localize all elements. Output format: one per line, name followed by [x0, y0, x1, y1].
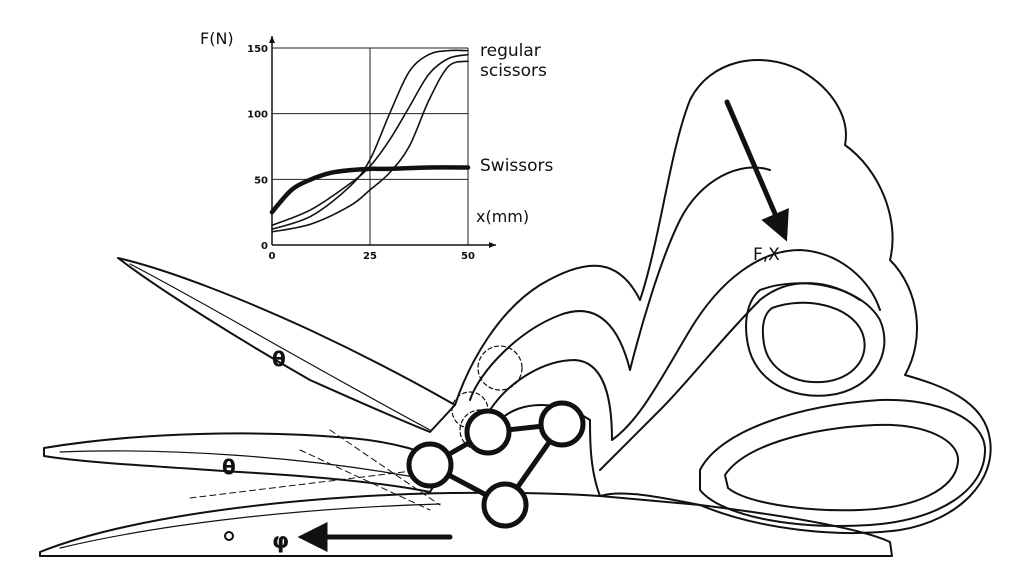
- finger-loop-upper-outer: [745, 282, 886, 397]
- chart-ticks: 0 50 100 150 0 25 50: [247, 44, 475, 262]
- pivot-circle: [224, 531, 234, 541]
- upper-blade-marker: θ: [272, 347, 286, 371]
- handle-inner-contour-3: [599, 282, 861, 471]
- y-axis-label: F(N): [200, 29, 234, 48]
- angle-symbol: φ: [272, 529, 289, 554]
- y-axis-arrow: [269, 36, 275, 43]
- finger-loop-lower-inner: [724, 423, 960, 512]
- finger-loop-upper-inner: [761, 301, 866, 384]
- x-tick-label: 50: [461, 251, 475, 262]
- regular-scissors-curve: [271, 49, 469, 231]
- joint-circle: [538, 400, 586, 448]
- handle-inner-contour-1: [469, 166, 771, 401]
- joint-circle: [464, 408, 512, 456]
- force-label: F,X: [753, 245, 780, 265]
- chart-series: [269, 49, 471, 233]
- scissors-illustration: [39, 59, 992, 557]
- finger-loop-lower-outer: [699, 398, 986, 527]
- x-tick-label: 0: [269, 251, 276, 262]
- x-tick-label: 25: [363, 251, 377, 262]
- series-label-line: scissors: [480, 61, 547, 81]
- chart-grid: [272, 47, 469, 245]
- regular-scissors-curve: [271, 53, 469, 227]
- y-tick-label: 0: [261, 241, 268, 252]
- middle-blade: [43, 432, 449, 493]
- joint-circle: [406, 441, 454, 489]
- middle-blade-marker: θ: [222, 455, 236, 479]
- lower-blade-edge: [59, 503, 441, 549]
- chart-background: [262, 40, 474, 255]
- hidden-lines: [189, 429, 441, 511]
- x-axis-label: x(mm): [476, 207, 529, 226]
- y-tick-label: 100: [247, 110, 268, 121]
- handle-outer: [454, 59, 992, 534]
- upper-blade: [117, 257, 456, 433]
- series-label-line: regular: [480, 41, 541, 61]
- upper-blade-edge: [129, 263, 431, 431]
- linkage-mechanism: [406, 400, 586, 529]
- x-axis-arrow: [489, 242, 496, 248]
- joint-circle: [481, 481, 529, 529]
- regular-scissors-curve: [271, 60, 469, 233]
- handle-inner-contour-2: [489, 249, 881, 441]
- y-tick-label: 50: [254, 175, 268, 186]
- force-arrow: [724, 99, 789, 242]
- swissors-curve: [269, 165, 471, 215]
- y-tick-label: 150: [247, 44, 268, 55]
- series-label-swissors: Swissors: [480, 156, 554, 176]
- middle-blade-edge: [59, 450, 431, 481]
